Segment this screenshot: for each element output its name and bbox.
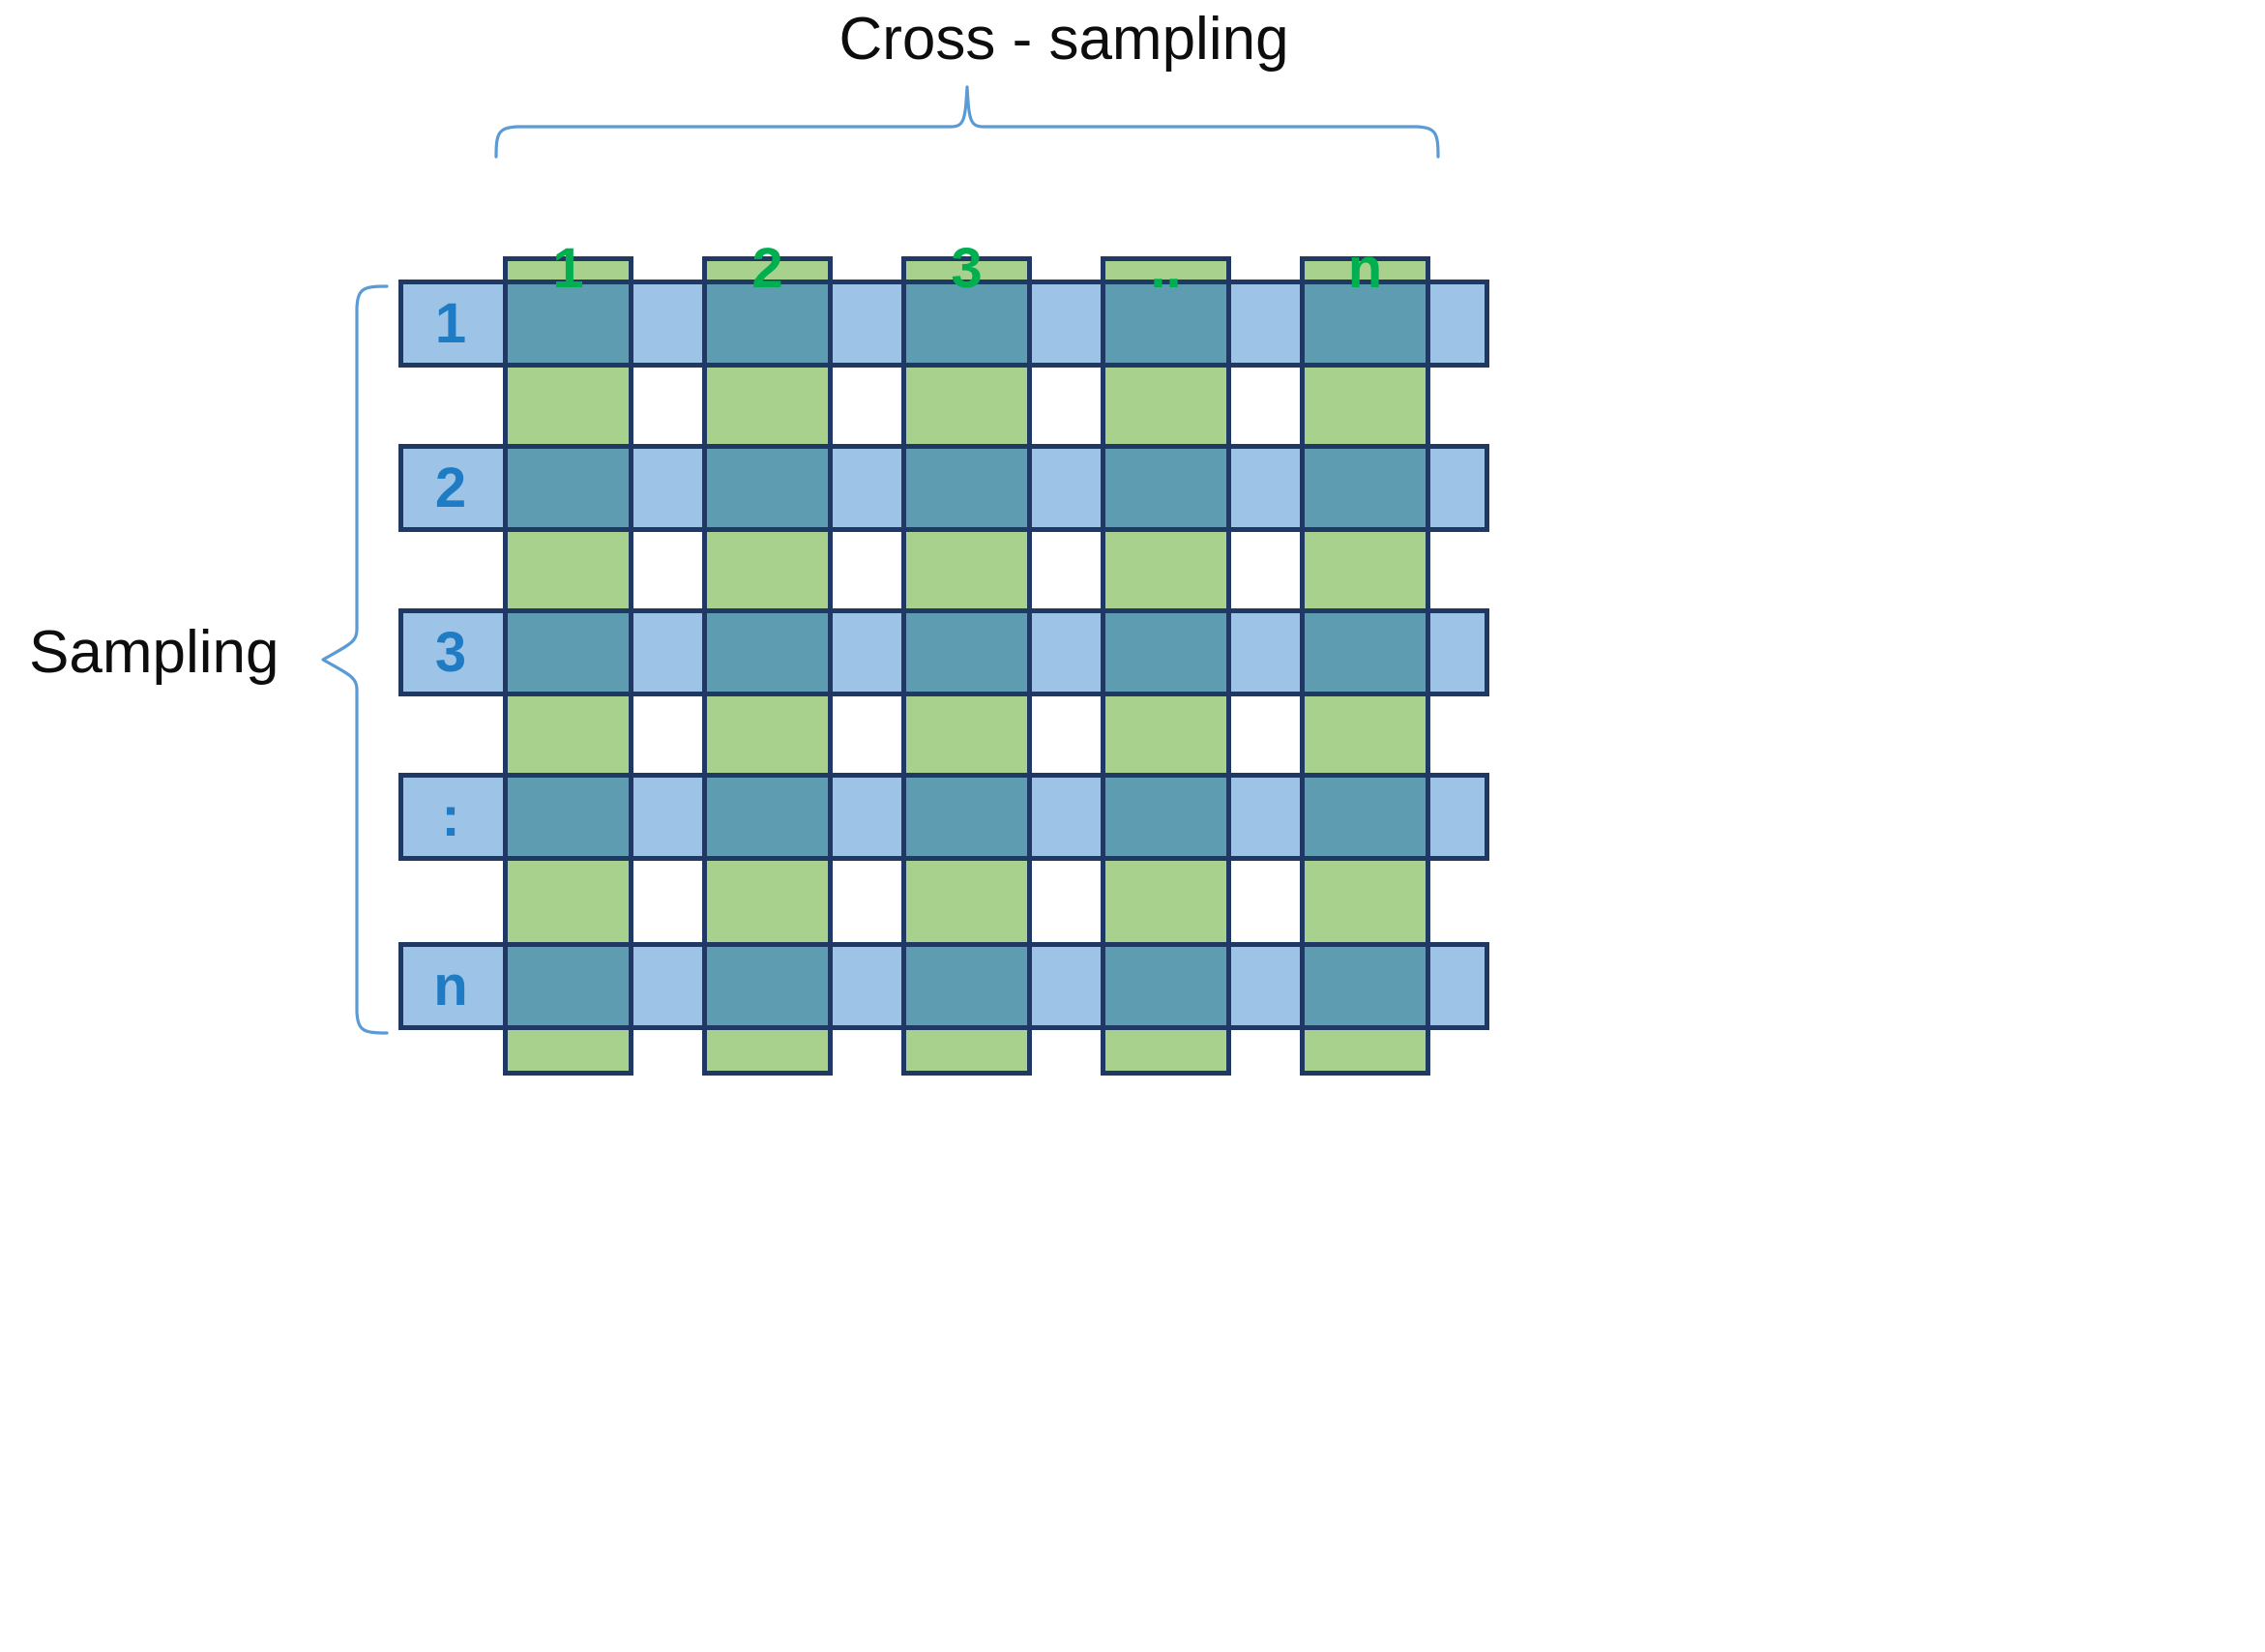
- overlap-r5-c4: [1101, 942, 1231, 1030]
- overlap-r2-c4: [1101, 444, 1231, 532]
- overlap-r3-c2: [702, 608, 833, 696]
- overlap-r2-c3: [901, 444, 1032, 532]
- overlap-r2-c5: [1300, 444, 1430, 532]
- overlap-r1-c5: [1300, 280, 1430, 368]
- overlap-r4-c2: [702, 773, 833, 861]
- overlap-r5-c5: [1300, 942, 1430, 1030]
- overlap-r2-c1: [503, 444, 633, 532]
- overlap-r4-c4: [1101, 773, 1231, 861]
- overlap-r3-c4: [1101, 608, 1231, 696]
- overlap-r1-c4: [1101, 280, 1231, 368]
- overlap-r1-c1: [503, 280, 633, 368]
- cross-sampling-title: Cross - sampling: [838, 6, 1289, 73]
- overlap-r5-c1: [503, 942, 633, 1030]
- overlap-r4-c5: [1300, 773, 1430, 861]
- overlap-r1-c2: [702, 280, 833, 368]
- overlap-r5-c3: [901, 942, 1032, 1030]
- left-brace: [321, 284, 389, 1035]
- overlap-r4-c3: [901, 773, 1032, 861]
- overlap-r5-c2: [702, 942, 833, 1030]
- sampling-title: Sampling: [29, 619, 279, 686]
- overlap-r3-c1: [503, 608, 633, 696]
- overlap-r2-c2: [702, 444, 833, 532]
- overlap-r1-c3: [901, 280, 1032, 368]
- overlap-r3-c5: [1300, 608, 1430, 696]
- overlap-r4-c1: [503, 773, 633, 861]
- top-brace: [494, 85, 1440, 159]
- overlap-r3-c3: [901, 608, 1032, 696]
